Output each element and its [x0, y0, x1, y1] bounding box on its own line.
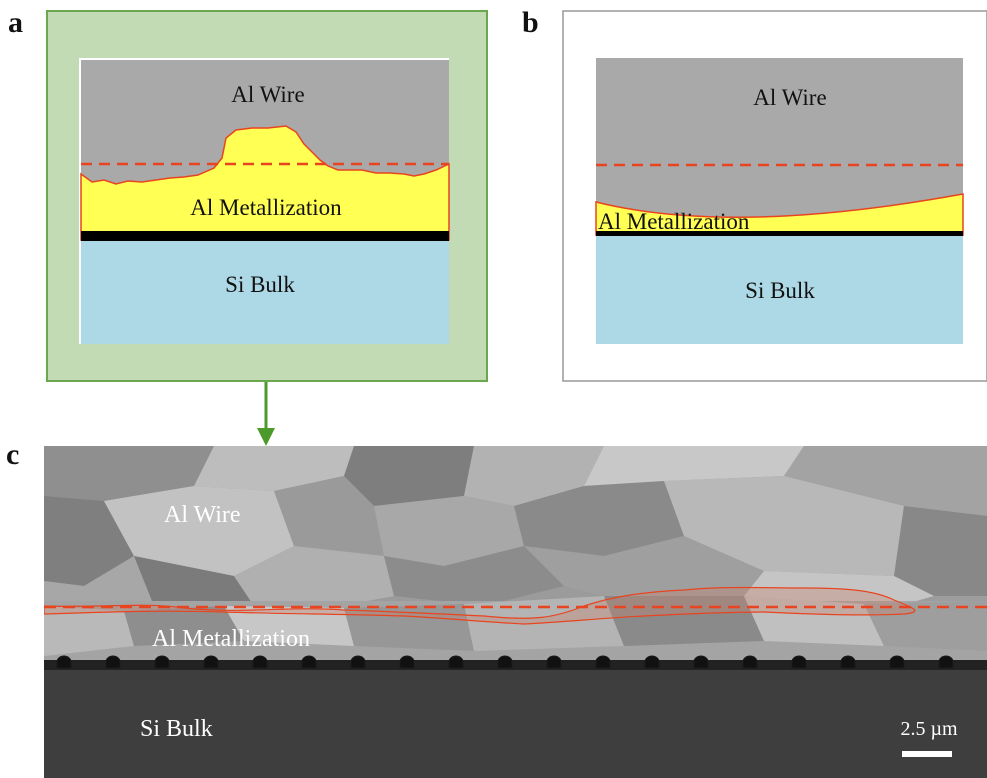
panel-b-metallization-layer [595, 193, 964, 236]
panel-c-vias [56, 655, 954, 681]
panel-c-via-cap [644, 655, 660, 669]
panel-c-via-cap [791, 655, 807, 669]
panel-c-scale-bar-label: 2.5 µm [900, 718, 958, 740]
panel-b-schematic: Al Wire Al Metallization Si Bulk [562, 10, 987, 382]
panel-c-via-cap [938, 655, 954, 669]
panel-c-via-cap [399, 655, 415, 669]
panel-b-letter: b [522, 6, 539, 39]
panel-c-via-cap [693, 655, 709, 669]
panel-c-via-cap [154, 655, 170, 669]
connecting-arrow [257, 382, 275, 446]
panel-c-metallization-label: Al Metallization [152, 626, 310, 652]
panel-a-bulk-label: Si Bulk [225, 272, 295, 297]
panel-b-metallization-label: Al Metallization [598, 209, 750, 234]
panel-c-bulk-region [44, 670, 987, 778]
panel-a-wire-label: Al Wire [231, 82, 304, 107]
panel-c-via-cap [546, 655, 562, 669]
panel-c-via-cap [595, 655, 611, 669]
panel-c-micrograph: Al Wire Al Metallization Si Bulk 2.5 µm [44, 446, 987, 778]
panel-a-barrier-layer [81, 231, 449, 241]
panel-b-bulk-label: Si Bulk [745, 278, 815, 303]
panel-c-via-cap [252, 655, 268, 669]
panel-a-metallization-layer [80, 125, 450, 241]
panel-c-via-cap [56, 655, 72, 669]
panel-c-via-cap [742, 655, 758, 669]
panel-c-via-cap [350, 655, 366, 669]
panel-b-wire-label: Al Wire [753, 85, 826, 110]
panel-c-letter: c [6, 438, 20, 471]
panel-a-bulk-layer [81, 241, 449, 344]
panel-c-bulk-label: Si Bulk [140, 716, 213, 742]
panel-c-via-cap [448, 655, 464, 669]
panel-c-via-cap [497, 655, 513, 669]
panel-c-wire-label: Al Wire [164, 502, 241, 528]
panel-c-scale-bar [902, 751, 952, 757]
panel-c-via-cap [301, 655, 317, 669]
panel-b-bulk-layer [596, 236, 963, 344]
panel-a-schematic: Al Wire Al Metallization Si Bulk [46, 10, 488, 382]
panel-c-metallization-grains [44, 596, 987, 656]
panel-c-via-cap [840, 655, 856, 669]
panel-a-metallization-label: Al Metallization [190, 195, 342, 220]
panel-c-via-cap [203, 655, 219, 669]
panel-a-letter: a [8, 6, 23, 39]
panel-c-via-cap [889, 655, 905, 669]
panel-c-via-cap [105, 655, 121, 669]
panel-b-barrier-layer [596, 231, 963, 236]
panel-c-highlight-region [44, 586, 916, 625]
panel-c-barrier-row [44, 660, 987, 670]
